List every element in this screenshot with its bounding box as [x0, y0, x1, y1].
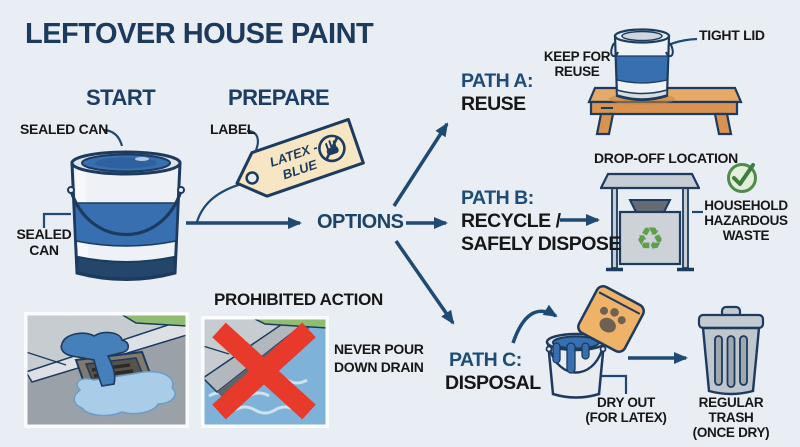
sealed-can-label-side: SEALED CAN: [16, 226, 72, 258]
dry-out-label-line1: DRY OUT: [597, 395, 655, 410]
red-x-icon: [212, 322, 316, 420]
flow-arrows: [186, 122, 688, 364]
prohibited-drain-icon: [201, 316, 329, 428]
dry-out-label: DRY OUT (FOR LATEX): [584, 395, 668, 425]
regular-trash-label-line1: REGULAR TRASH: [698, 395, 764, 426]
sealed-can-icon: [67, 150, 185, 281]
check-icon: [727, 163, 757, 193]
path-c-title: PATH C:: [449, 349, 522, 371]
path-b-subtitle-line1: RECYCLE /: [461, 210, 561, 232]
path-b-subtitle-line2: SAFELY DISPOSE: [461, 233, 621, 255]
regular-trash-label-line2: (ONCE DRY): [692, 425, 770, 441]
dropoff-station-icon: ♻: [600, 172, 700, 272]
keep-for-reuse-label: KEEP FOR REUSE: [543, 49, 611, 80]
hazardous-waste-label: HOUSEHOLD HAZARDOUS WASTE: [704, 198, 788, 244]
sealed-can-label-top: SEALED CAN: [20, 121, 109, 137]
drain-icon: [24, 312, 189, 428]
page-title: LEFTOVER HOUSE PAINT: [25, 18, 374, 50]
options-label: OPTIONS: [317, 211, 404, 233]
path-a-title: PATH A:: [461, 70, 533, 92]
dropoff-location-label: DROP-OFF LOCATION: [594, 150, 738, 166]
path-b-title: PATH B:: [461, 187, 534, 209]
tag-icon: LATEX - BLUE: [235, 117, 365, 198]
litter-bag-icon: [577, 285, 645, 353]
label-pointer-label: LABEL: [210, 121, 256, 137]
tight-lid-label: TIGHT LID: [699, 27, 765, 43]
never-pour-label: NEVER POUR DOWN DRAIN: [334, 341, 424, 376]
path-a-subtitle: REUSE: [461, 93, 526, 115]
prepare-header: PREPARE: [228, 85, 330, 110]
start-header: START: [86, 85, 156, 110]
recycle-icon: ♻: [636, 220, 665, 258]
prohibited-header: PROHIBITED ACTION: [214, 290, 383, 309]
path-c-subtitle: DISPOSAL: [445, 372, 541, 394]
no-touch-hand-icon: [318, 134, 346, 163]
tight-lid-can-icon: [587, 28, 743, 136]
trash-can-icon: [697, 305, 765, 396]
dry-out-label-line2: (FOR LATEX): [585, 410, 667, 426]
regular-trash-label: REGULAR TRASH (ONCE DRY): [676, 395, 786, 440]
paw-icon: [599, 306, 626, 333]
